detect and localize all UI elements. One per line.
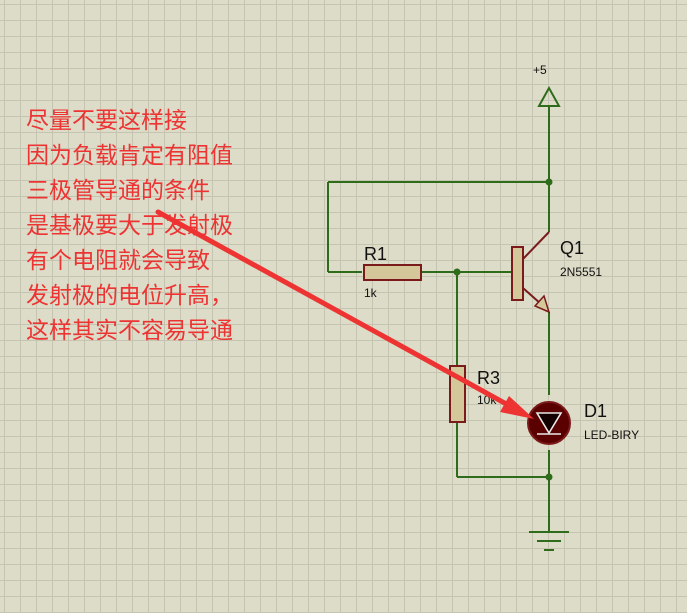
r1-value: 1k: [364, 286, 378, 300]
transistor-q1[interactable]: Q1 2N5551: [511, 231, 602, 314]
led-d1[interactable]: D1 LED-BIRY: [527, 401, 639, 445]
power-arrow-icon: [537, 85, 561, 107]
resistor-body: [363, 264, 422, 281]
annotation-line: 是基极要大于发射极: [26, 213, 233, 239]
d1-part: LED-BIRY: [584, 428, 639, 442]
resistor-r1[interactable]: R1 1k: [363, 244, 422, 300]
arrow-shaft: [155, 209, 513, 409]
ground-symbol[interactable]: [529, 531, 569, 551]
transistor-collector-lead: [522, 231, 550, 260]
junctions: [453, 178, 553, 481]
annotation-line: 有个电阻就会导致: [26, 248, 210, 274]
annotation-line: 因为负载肯定有阻值: [26, 143, 233, 169]
transistor-base-bar: [511, 246, 524, 301]
annotation-line: 尽量不要这样接: [26, 108, 187, 134]
junction-dot: [453, 268, 461, 276]
annotation-arrow: [155, 209, 534, 419]
arrow-head-icon: [500, 396, 534, 419]
led-triangle-icon: [535, 412, 563, 435]
annotation-note: 尽量不要这样接 因为负载肯定有阻值 三极管导通的条件 是基极要大于发射极 有个电…: [26, 104, 233, 349]
junction-dot: [545, 178, 553, 186]
annotation-line: 发射极的电位升高，: [26, 283, 233, 309]
d1-ref: D1: [584, 401, 607, 421]
annotation-line: 这样其实不容易导通: [26, 318, 233, 344]
r3-ref: R3: [477, 368, 500, 388]
transistor-emitter-lead: [522, 287, 542, 305]
emitter-arrow-icon: [533, 294, 551, 314]
junction-dot: [545, 473, 553, 481]
power-terminal[interactable]: +5: [533, 63, 561, 107]
r1-ref: R1: [364, 244, 387, 264]
annotation-line: 三极管导通的条件: [26, 178, 210, 204]
supply-label: +5: [533, 63, 547, 77]
q1-ref: Q1: [560, 238, 584, 258]
q1-part: 2N5551: [560, 265, 602, 279]
wires: [327, 106, 550, 532]
